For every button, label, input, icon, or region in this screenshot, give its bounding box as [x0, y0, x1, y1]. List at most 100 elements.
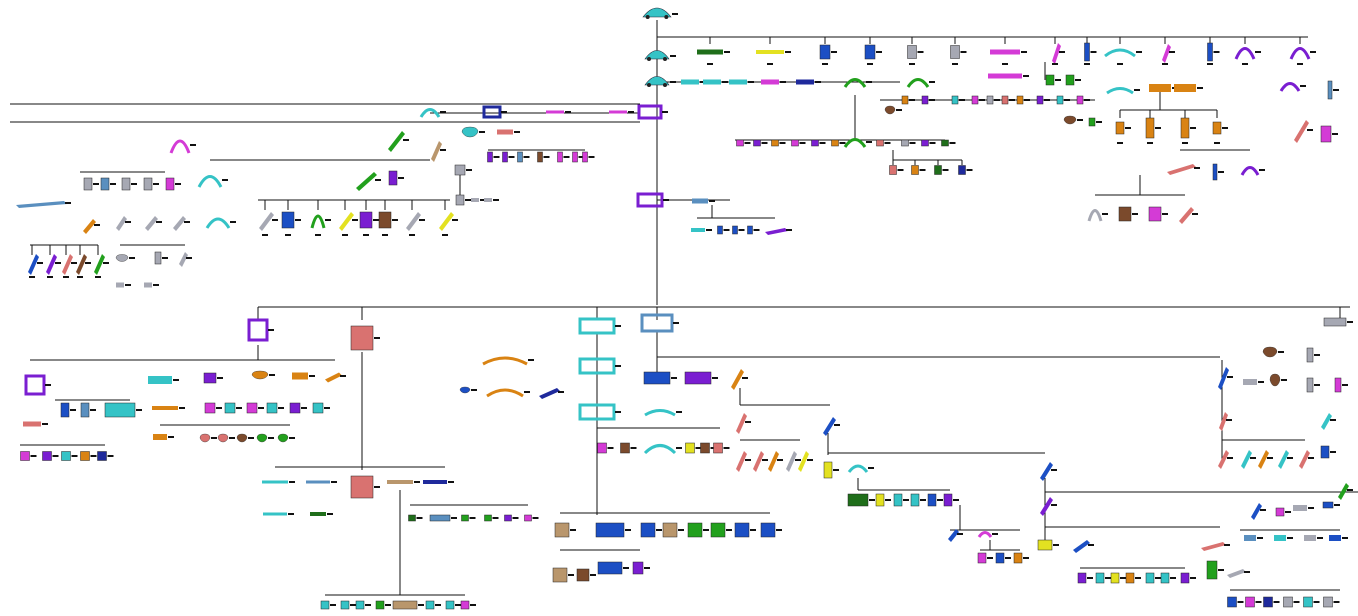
part-node[interactable]: [100, 177, 116, 191]
part-node[interactable]: [104, 402, 142, 418]
part-node[interactable]: [921, 139, 936, 147]
part-node[interactable]: [1234, 47, 1261, 60]
part-node[interactable]: [632, 561, 650, 575]
part-node[interactable]: [684, 371, 718, 385]
part-node[interactable]: [406, 212, 425, 231]
part-node[interactable]: [958, 165, 973, 175]
part-node[interactable]: [988, 73, 1029, 79]
part-node[interactable]: [429, 514, 457, 522]
part-node[interactable]: [1104, 48, 1142, 58]
part-node[interactable]: [179, 252, 192, 267]
part-node[interactable]: [310, 214, 331, 229]
part-node[interactable]: [1304, 535, 1323, 541]
part-node[interactable]: [1241, 450, 1256, 469]
part-node[interactable]: [736, 451, 751, 472]
part-node[interactable]: [388, 170, 404, 186]
part-node[interactable]: [595, 522, 631, 538]
part-node[interactable]: [986, 95, 1000, 105]
part-node[interactable]: [61, 451, 78, 461]
part-node[interactable]: [1289, 47, 1316, 60]
part-node[interactable]: [1219, 412, 1232, 431]
part-node[interactable]: [597, 442, 614, 454]
part-node[interactable]: [46, 254, 61, 275]
part-node[interactable]: [1088, 117, 1102, 127]
part-node[interactable]: [921, 95, 935, 105]
part-node[interactable]: [557, 151, 570, 163]
part-node[interactable]: [1244, 535, 1263, 541]
part-node[interactable]: [1037, 539, 1059, 551]
part-node[interactable]: [1283, 596, 1300, 608]
part-node[interactable]: [1329, 535, 1348, 541]
part-node[interactable]: [1149, 84, 1178, 92]
part-node[interactable]: [224, 402, 242, 414]
part-node[interactable]: [1263, 596, 1280, 608]
part-node[interactable]: [116, 216, 131, 231]
part-node[interactable]: [951, 95, 965, 105]
part-node[interactable]: [359, 211, 379, 229]
part-node[interactable]: [484, 198, 499, 202]
part-node[interactable]: [203, 372, 223, 384]
part-node[interactable]: [948, 529, 963, 542]
part-node[interactable]: [875, 493, 891, 507]
part-node[interactable]: [1240, 166, 1265, 176]
part-node[interactable]: [692, 198, 715, 204]
part-node[interactable]: [731, 369, 748, 390]
part-node[interactable]: [736, 139, 751, 147]
part-node[interactable]: [310, 512, 333, 516]
part-node[interactable]: [642, 7, 678, 19]
part-node[interactable]: [461, 514, 476, 522]
part-node[interactable]: [20, 451, 37, 461]
part-node[interactable]: [620, 442, 637, 454]
part-node[interactable]: [1218, 367, 1233, 390]
part-node[interactable]: [552, 567, 574, 583]
part-node[interactable]: [1110, 572, 1126, 584]
part-node[interactable]: [1087, 209, 1108, 222]
part-node[interactable]: [578, 357, 621, 375]
part-node[interactable]: [121, 177, 137, 191]
part-node[interactable]: [339, 212, 358, 231]
part-node[interactable]: [439, 212, 458, 231]
part-node[interactable]: [145, 216, 162, 231]
part-node[interactable]: [350, 475, 380, 499]
part-node[interactable]: [1322, 501, 1340, 509]
part-node[interactable]: [823, 417, 840, 436]
part-node[interactable]: [1278, 450, 1293, 469]
part-node[interactable]: [1056, 95, 1070, 105]
part-node[interactable]: [143, 177, 159, 191]
part-node[interactable]: [1145, 572, 1161, 584]
part-node[interactable]: [637, 104, 668, 120]
part-node[interactable]: [578, 317, 621, 335]
part-node[interactable]: [990, 49, 1027, 55]
part-node[interactable]: [907, 45, 924, 59]
part-node[interactable]: [375, 600, 391, 610]
part-node[interactable]: [889, 165, 904, 175]
part-node[interactable]: [340, 600, 356, 610]
part-node[interactable]: [687, 522, 709, 538]
part-node[interactable]: [482, 356, 534, 366]
part-node[interactable]: [247, 318, 274, 342]
part-node[interactable]: [847, 464, 874, 473]
part-node[interactable]: [578, 403, 621, 421]
part-node[interactable]: [292, 372, 315, 380]
part-node[interactable]: [977, 552, 993, 564]
part-node[interactable]: [717, 225, 730, 235]
part-node[interactable]: [1148, 206, 1168, 222]
part-node[interactable]: [471, 198, 486, 202]
part-node[interactable]: [1275, 507, 1291, 517]
part-node[interactable]: [76, 254, 91, 275]
part-node[interactable]: [115, 254, 135, 262]
part-node[interactable]: [263, 512, 294, 516]
part-node[interactable]: [713, 442, 730, 454]
part-node[interactable]: [502, 151, 515, 163]
part-node[interactable]: [819, 44, 837, 60]
part-node[interactable]: [971, 95, 985, 105]
part-node[interactable]: [703, 79, 728, 85]
part-node[interactable]: [277, 433, 295, 443]
part-node[interactable]: [927, 493, 943, 507]
part-node[interactable]: [1320, 445, 1336, 459]
part-node[interactable]: [320, 600, 336, 610]
part-node[interactable]: [893, 493, 909, 507]
part-node[interactable]: [1299, 450, 1314, 469]
part-node[interactable]: [455, 194, 471, 206]
part-node[interactable]: [408, 514, 423, 522]
